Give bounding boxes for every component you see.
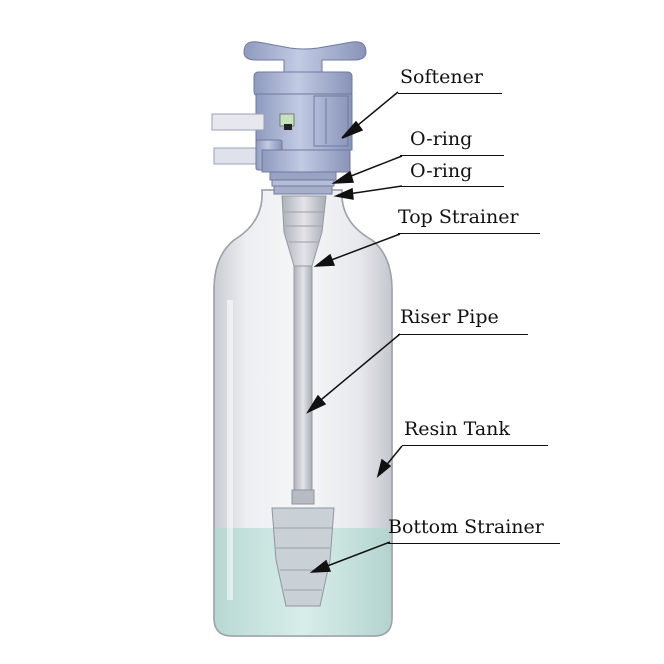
label-riser-pipe: Riser Pipe: [400, 306, 499, 328]
softener-underline: [398, 93, 502, 94]
top-strainer: [281, 195, 327, 267]
top-strainer-underline: [398, 233, 540, 234]
label-softener: Softener: [400, 66, 483, 88]
bottom-strainer: [271, 489, 335, 607]
label-top-strainer: Top Strainer: [398, 206, 519, 228]
label-bottom-strainer: Bottom Strainer: [388, 516, 544, 538]
oring-1-leader: [331, 155, 403, 184]
label-oring-2: O-ring: [410, 160, 473, 182]
label-resin-tank: Resin Tank: [404, 418, 510, 440]
oring-2-underline: [400, 186, 504, 187]
resin-tank-underline: [402, 445, 548, 446]
riser-pipe-underline: [398, 334, 528, 335]
top-strainer-leader: [313, 233, 401, 267]
bottom-strainer-leader: [309, 541, 391, 573]
softener-valve: [211, 41, 367, 195]
riser-pipe: [293, 261, 313, 495]
leader-lines: [306, 91, 403, 573]
label-oring-1: O-ring: [410, 128, 473, 150]
bottom-strainer-underline: [388, 543, 560, 544]
softener-leader: [341, 91, 399, 139]
oring-1-underline: [400, 155, 504, 156]
riser-pipe-leader: [306, 333, 401, 414]
resin-tank-leader: [376, 445, 403, 479]
oring-2-leader: [333, 185, 403, 200]
